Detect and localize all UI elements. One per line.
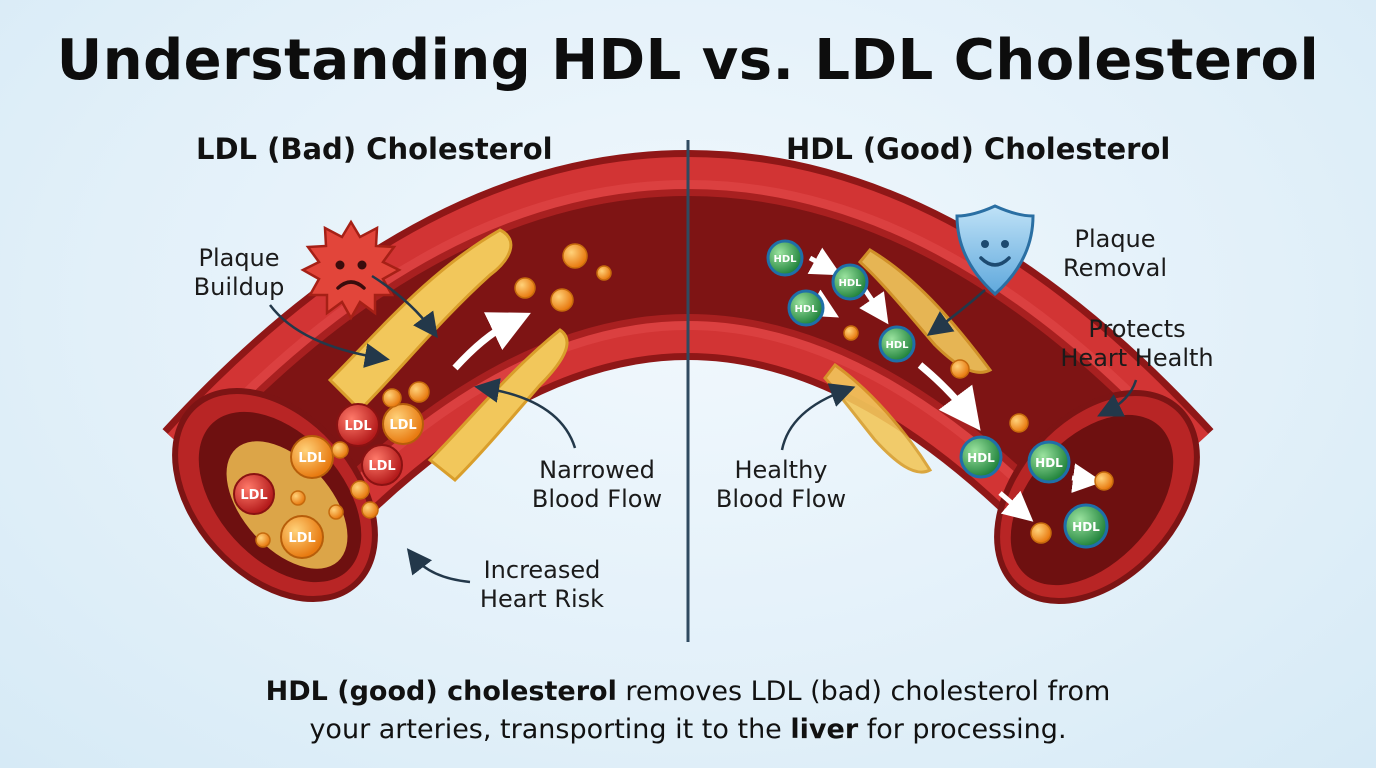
svg-text:HDL: HDL	[967, 451, 995, 465]
svg-text:LDL: LDL	[344, 419, 371, 434]
hdl-particle: HDL	[1063, 503, 1109, 549]
narrowed-blood-flow-label: Narrowed Blood Flow	[531, 456, 663, 513]
hdl-particle: HDL	[766, 239, 804, 277]
svg-text:HDL: HDL	[1072, 520, 1100, 534]
svg-text:HDL: HDL	[885, 340, 909, 351]
hdl-artery-opening	[994, 389, 1200, 605]
svg-text:HDL: HDL	[794, 304, 818, 315]
smiling-shield-icon	[955, 204, 1035, 297]
healthy-flow-arrows	[805, 247, 1103, 522]
narrowed-flow-arrow	[452, 312, 531, 371]
svg-text:HDL: HDL	[838, 278, 862, 289]
ldl-particle: LDL	[382, 403, 424, 445]
svg-text:LDL: LDL	[288, 531, 315, 546]
svg-text:LDL: LDL	[240, 488, 267, 503]
hdl-particle: HDL	[787, 289, 825, 327]
svg-text:HDL: HDL	[773, 254, 797, 265]
svg-text:LDL: LDL	[389, 418, 416, 433]
ldl-particle: LDL	[280, 515, 324, 559]
hdl-particle: HDL	[1027, 440, 1071, 484]
svg-text:LDL: LDL	[298, 451, 325, 466]
page-title: Understanding HDL vs. LDL Cholesterol	[56, 28, 1320, 93]
hdl-particle: HDL	[959, 435, 1003, 479]
hdl-particles: HDL HDL HDL HDL HDL HDL HDL	[766, 239, 1109, 549]
sad-virus-icon	[300, 219, 402, 321]
callout-arrows	[269, 274, 1138, 584]
caption-line-2: your arteries, transporting it to the li…	[309, 714, 1067, 745]
hdl-particle: HDL	[878, 325, 916, 363]
plaque-buildup-label: Plaque Buildup	[193, 244, 285, 301]
svg-text:HDL: HDL	[1035, 456, 1063, 470]
explanation-caption: HDL (good) cholesterol removes LDL (bad)…	[0, 673, 1376, 749]
small-particles	[255, 243, 1114, 548]
ldl-particle: LDL	[361, 444, 403, 486]
caption-line-1: HDL (good) cholesterol removes LDL (bad)…	[265, 676, 1111, 707]
svg-text:LDL: LDL	[368, 459, 395, 474]
healthy-blood-flow-label: Healthy Blood Flow	[715, 456, 847, 513]
ldl-heading: LDL (Bad) Cholesterol	[196, 132, 553, 166]
ldl-particle: LDL	[336, 403, 380, 447]
protects-heart-health-label: Protects Heart Health	[1060, 315, 1214, 372]
ldl-particle: LDL	[233, 473, 275, 515]
ldl-particle: LDL	[290, 435, 334, 479]
hdl-particle: HDL	[831, 263, 869, 301]
hdl-heading: HDL (Good) Cholesterol	[786, 132, 1171, 166]
increased-heart-risk-label: Increased Heart Risk	[479, 556, 605, 613]
plaque-removal-label: Plaque Removal	[1062, 225, 1167, 282]
ldl-particles: LDL LDL LDL LDL LDL LDL	[233, 403, 424, 559]
